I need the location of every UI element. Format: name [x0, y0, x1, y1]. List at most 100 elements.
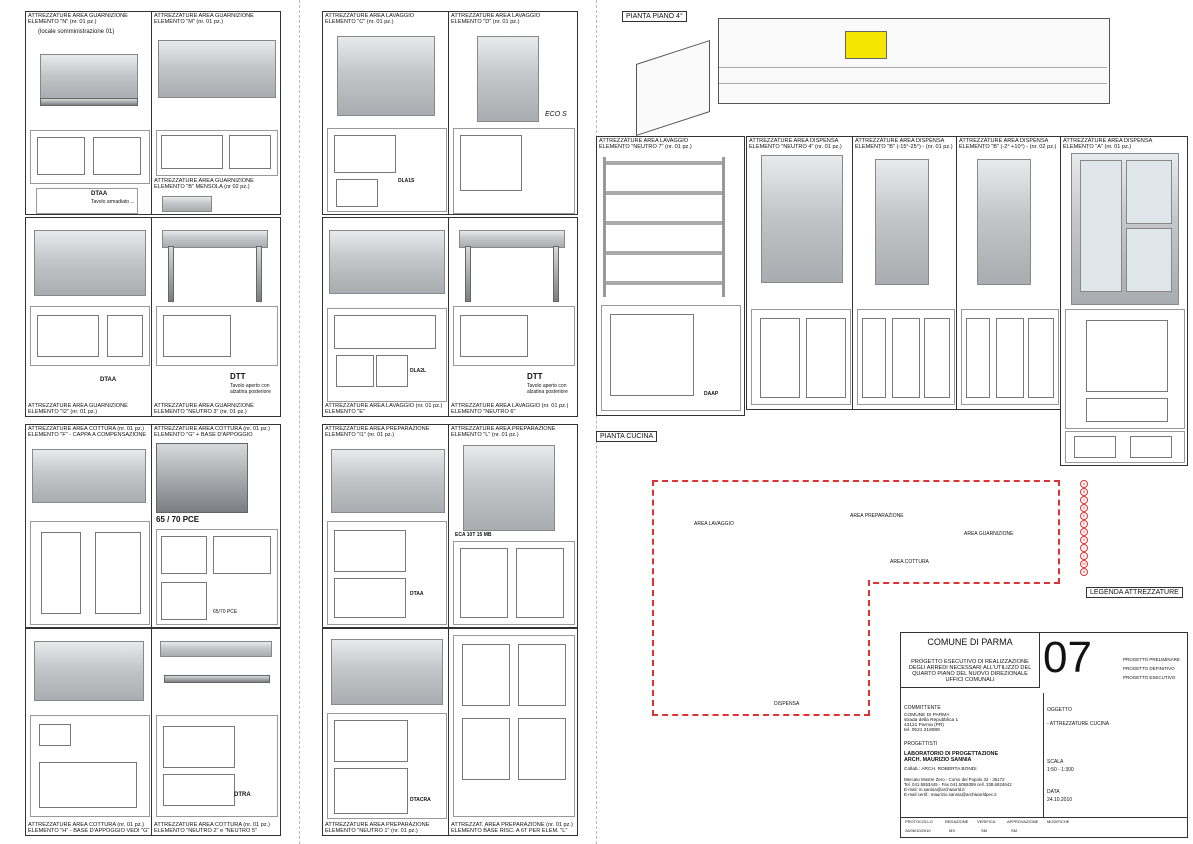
legend-item: L — [1080, 552, 1090, 560]
cabinet-photo — [40, 54, 138, 100]
table-leg — [553, 246, 559, 302]
footer-header: VERIFICA — [977, 819, 996, 824]
technical-drawing — [30, 521, 150, 625]
model-label: ECA 10T 15 MB — [455, 532, 492, 538]
technical-drawing — [857, 309, 955, 405]
legend-item: G — [1080, 528, 1090, 536]
phase-2: PROGETTO DEFINITIVO — [1123, 666, 1175, 671]
technical-drawing — [1065, 431, 1185, 463]
panel-dispensa-neutro4: ATTREZZATURE AREA DISPENSA ELEMENTO "NEU… — [746, 136, 854, 410]
table-shelf — [164, 675, 270, 683]
technical-drawing: 65/70 PCE — [156, 529, 278, 625]
panel-cottura-g: ATTREZZATURE AREA COTTURA (nr. 01 pz.) E… — [151, 424, 281, 628]
panel-caption: ATTREZZATURE AREA PREPARAZIONE ELEMENTO … — [451, 426, 556, 439]
panel-preparazione-l: ATTREZZATURE AREA PREPARAZIONE ELEMENTO … — [448, 424, 578, 628]
progettisti-label: PROGETTISTI — [904, 741, 938, 747]
oggetto-label: OGGETTO — [1047, 707, 1072, 713]
panel-caption: ATTREZZATURE AREA GUARNIZIONE ELEMENTO "… — [28, 402, 128, 415]
panel-caption: ATTREZZATURE AREA GUARNIZIONE ELEMENTO "… — [154, 402, 254, 415]
model-description: Tavolo aperto con alzatina posteriore — [230, 383, 271, 395]
legend: A B C D E F G H I L M N — [1080, 480, 1188, 580]
floor-plan-title: PIANTA PIANO 4° — [622, 11, 687, 22]
shelving-photo — [603, 157, 725, 297]
refrigerated-counter-photo — [158, 40, 276, 98]
studio-address: Mercato Mostre Zero - Corso del Popolo 3… — [904, 777, 1012, 797]
technical-drawing — [453, 306, 575, 366]
panel-preparazione-neutro1: DTACRA ATTREZZATURE AREA PREPARAZIONE EL… — [322, 628, 450, 836]
table-leg — [168, 246, 174, 302]
legend-item: A — [1080, 480, 1090, 488]
panel-caption: ATTREZZATURE AREA LAVAGGIO (nr. 01 pz.) … — [325, 402, 443, 415]
model-label: DTAA — [91, 191, 108, 197]
panel-caption: ATTREZZATURE AREA PREPARAZIONE ELEMENTO … — [325, 426, 430, 439]
model-label: 65/70 PCE — [213, 609, 238, 615]
technical-drawing — [453, 541, 575, 625]
technical-drawing — [453, 635, 575, 817]
area-label: AREA LAVAGGIO — [694, 521, 734, 527]
divider — [901, 817, 1187, 818]
legend-item: M — [1080, 560, 1090, 568]
divider — [1043, 693, 1044, 817]
panel-subcaption: ATTREZZATURE AREA GUARNIZIONE ELEMENTO "… — [154, 178, 254, 191]
phase-1: PROGETTO PRELIMINARE — [1123, 657, 1180, 662]
kitchen-plan-lower: DISPENSA — [652, 580, 870, 716]
model-label: DLA2L — [410, 368, 427, 374]
technical-drawing: DTAA — [327, 521, 447, 625]
area-label: AREA GUARNIZIONE — [964, 531, 1014, 537]
panel-guarnizione-m: ATTREZZATURE AREA GUARNIZIONE ELEMENTO "… — [151, 11, 281, 215]
sheet-fold — [596, 0, 597, 844]
committente-label: COMMITTENTE — [904, 705, 941, 711]
legend-item: B — [1080, 488, 1090, 496]
model-label: DTAA — [410, 591, 424, 597]
table-leg — [256, 246, 262, 302]
scala: 1:50 - 1:300 — [1047, 767, 1074, 773]
brand-label: ECO S — [545, 111, 567, 118]
committente: COMUNE DI PARMA strada della Repubblica … — [904, 713, 959, 733]
progettisti: LABORATORIO DI PROGETTAZIONE ARCH. MAURI… — [904, 751, 999, 763]
panel-preparazione-base: ATTREZZAT. AREA PREPARAZIONE (nr. 01 pz.… — [448, 628, 578, 836]
model-label: DTT — [230, 372, 246, 381]
panel-caption: ATTREZZATURE AREA DISPENSA ELEMENTO "A" … — [1063, 138, 1153, 151]
drawer-cabinet-photo — [331, 639, 443, 705]
oggetto: - ATTREZZATURE CUCINA — [1047, 721, 1110, 727]
technical-drawing — [1065, 309, 1185, 429]
legend-letter: A — [1080, 480, 1088, 488]
legend-letter: B — [1080, 488, 1088, 496]
cooker-photo — [156, 443, 248, 513]
model-label: DLA1S — [398, 178, 415, 184]
model-label: DTAA — [100, 377, 117, 383]
fridge-photo — [977, 159, 1031, 285]
model-label: 65 / 70 PCE — [156, 515, 200, 524]
technical-drawing — [30, 130, 150, 184]
panel-subcaption: (locale somministrazione 01) — [38, 29, 115, 35]
collaborator: Collab.: ARCH. ROBERTA BONDI — [904, 767, 977, 772]
technical-drawing: DAAP — [601, 305, 741, 411]
table-photo — [162, 230, 268, 248]
legend-letter: I — [1080, 544, 1088, 552]
legend-item: F — [1080, 520, 1090, 528]
panel-caption: ATTREZZATURE AREA LAVAGGIO (nr. 01 pz.) … — [451, 402, 569, 415]
floor-plan-4 — [718, 18, 1110, 104]
legend-letter: H — [1080, 536, 1088, 544]
fryer-photo — [34, 641, 144, 701]
phase-3: PROGETTO ESECUTIVO — [1123, 675, 1176, 680]
technical-drawing — [961, 309, 1059, 405]
data-label: DATA — [1047, 789, 1060, 795]
sink-cabinet-photo — [337, 36, 435, 116]
kitchen-highlight — [845, 31, 887, 59]
panel-lavaggio-neutro7: ATTREZZATURE AREA LAVAGGIO ELEMENTO "NEU… — [596, 136, 745, 416]
legend-letter: E — [1080, 512, 1088, 520]
sheet-fold — [299, 0, 300, 844]
technical-drawing: DTAA Tavolo armadiato ... — [36, 188, 138, 214]
panel-caption: ATTREZZATURE AREA PREPARAZIONE ELEMENTO … — [325, 821, 430, 834]
legend-item: D — [1080, 504, 1090, 512]
panel-lavaggio-neutro6: DTT Tavolo aperto con alzatina posterior… — [448, 217, 578, 417]
table-photo — [459, 230, 565, 248]
table-leg — [465, 246, 471, 302]
kitchen-plan-title: PIANTA CUCINA — [596, 431, 658, 442]
technical-drawing — [30, 306, 150, 366]
title-block: COMUNE DI PARMA PROGETTO ESECUTIVO DI RE… — [900, 632, 1188, 838]
footer-header: PROTOCOLLO — [905, 819, 933, 824]
panel-caption: ATTREZZATURE AREA COTTURA (nr. 01 pz.) E… — [154, 426, 271, 439]
cabinet-photo — [331, 449, 445, 513]
